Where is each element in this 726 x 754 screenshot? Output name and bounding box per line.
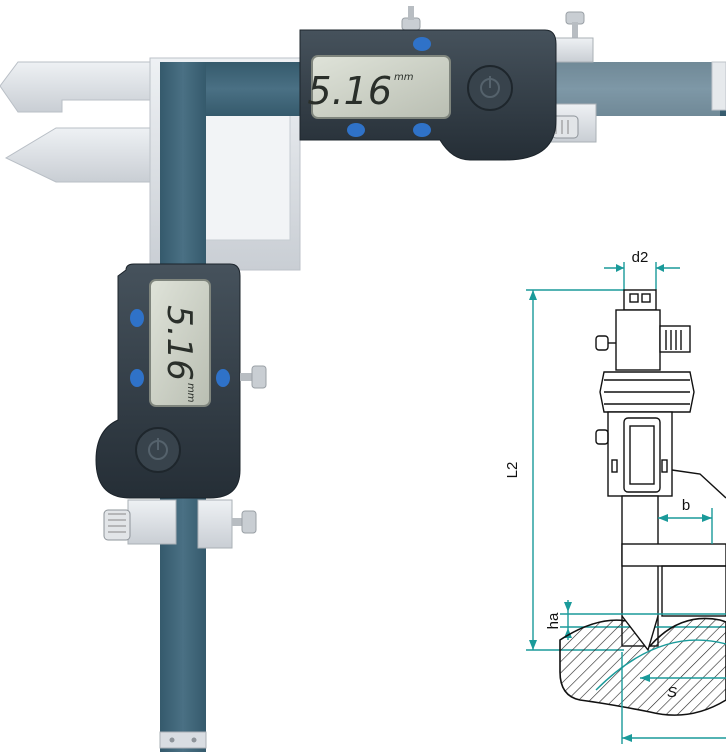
inner-jaw	[4, 127, 161, 183]
side-lcd	[149, 279, 211, 407]
side-display-unit: 5.16 mm	[95, 263, 267, 499]
top-unit: mm	[394, 72, 414, 83]
outer-jaw	[0, 61, 161, 113]
label-s: S	[667, 684, 677, 701]
lock-screw-icon	[565, 11, 585, 38]
zero-button[interactable]	[130, 369, 144, 387]
unit-button[interactable]	[413, 123, 431, 137]
dimension-diagram	[526, 262, 726, 744]
gear-tooth-caliper: 5.16 mm 5.16 mm	[0, 6, 726, 752]
lock-screw-icon	[251, 365, 267, 389]
zero-button[interactable]	[347, 123, 365, 137]
lock-screw-icon	[241, 510, 257, 534]
label-d2: d2	[632, 249, 649, 266]
top-reading: 5.16	[307, 69, 392, 113]
top-lcd	[311, 55, 451, 119]
label-ha: ha	[545, 612, 562, 629]
label-b: b	[682, 497, 690, 514]
unit-button[interactable]	[216, 369, 230, 387]
mode-button[interactable]	[413, 37, 431, 51]
label-L2: L2	[504, 462, 521, 479]
side-unit: mm	[185, 383, 196, 403]
lock-screw-icon	[401, 6, 421, 31]
top-display-unit: 5.16 mm	[299, 29, 557, 161]
mode-button[interactable]	[130, 309, 144, 327]
side-reading: 5.16	[159, 305, 199, 381]
